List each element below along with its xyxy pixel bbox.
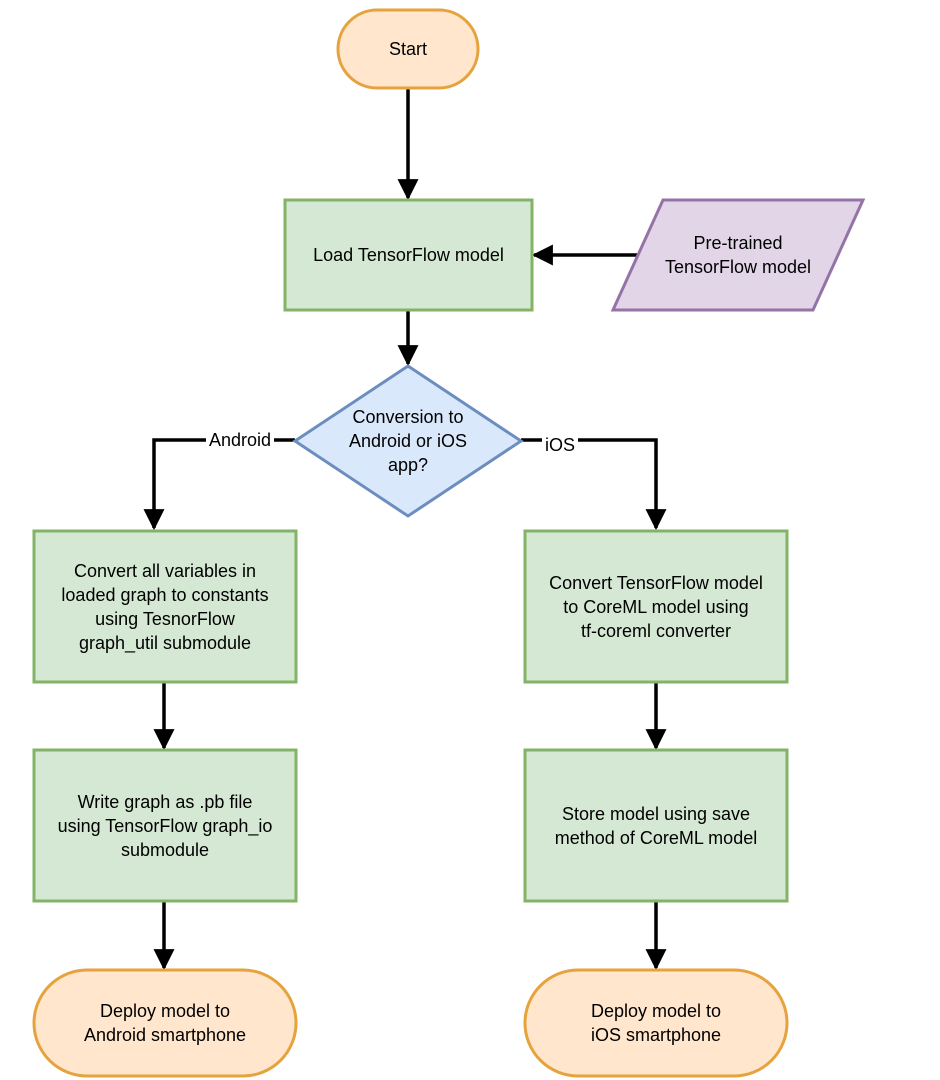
deploy-ios-shape: [523, 968, 789, 1078]
load-model-shape: [283, 198, 534, 312]
pretrained-shape: [610, 198, 866, 312]
write-graph-shape: [32, 748, 298, 903]
store-model-shape: [523, 748, 789, 903]
deploy-android-shape: [32, 968, 298, 1078]
edge-decision-to-convert-android: [143, 438, 295, 531]
convert-ios-shape: [523, 529, 789, 684]
decision-shape: [292, 364, 524, 518]
edge-label-ios: iOS: [542, 434, 579, 456]
edge-label-android: Android: [206, 429, 275, 451]
convert-android-shape: [32, 529, 298, 684]
start-shape: [336, 8, 480, 90]
node-layer: [32, 8, 866, 1078]
